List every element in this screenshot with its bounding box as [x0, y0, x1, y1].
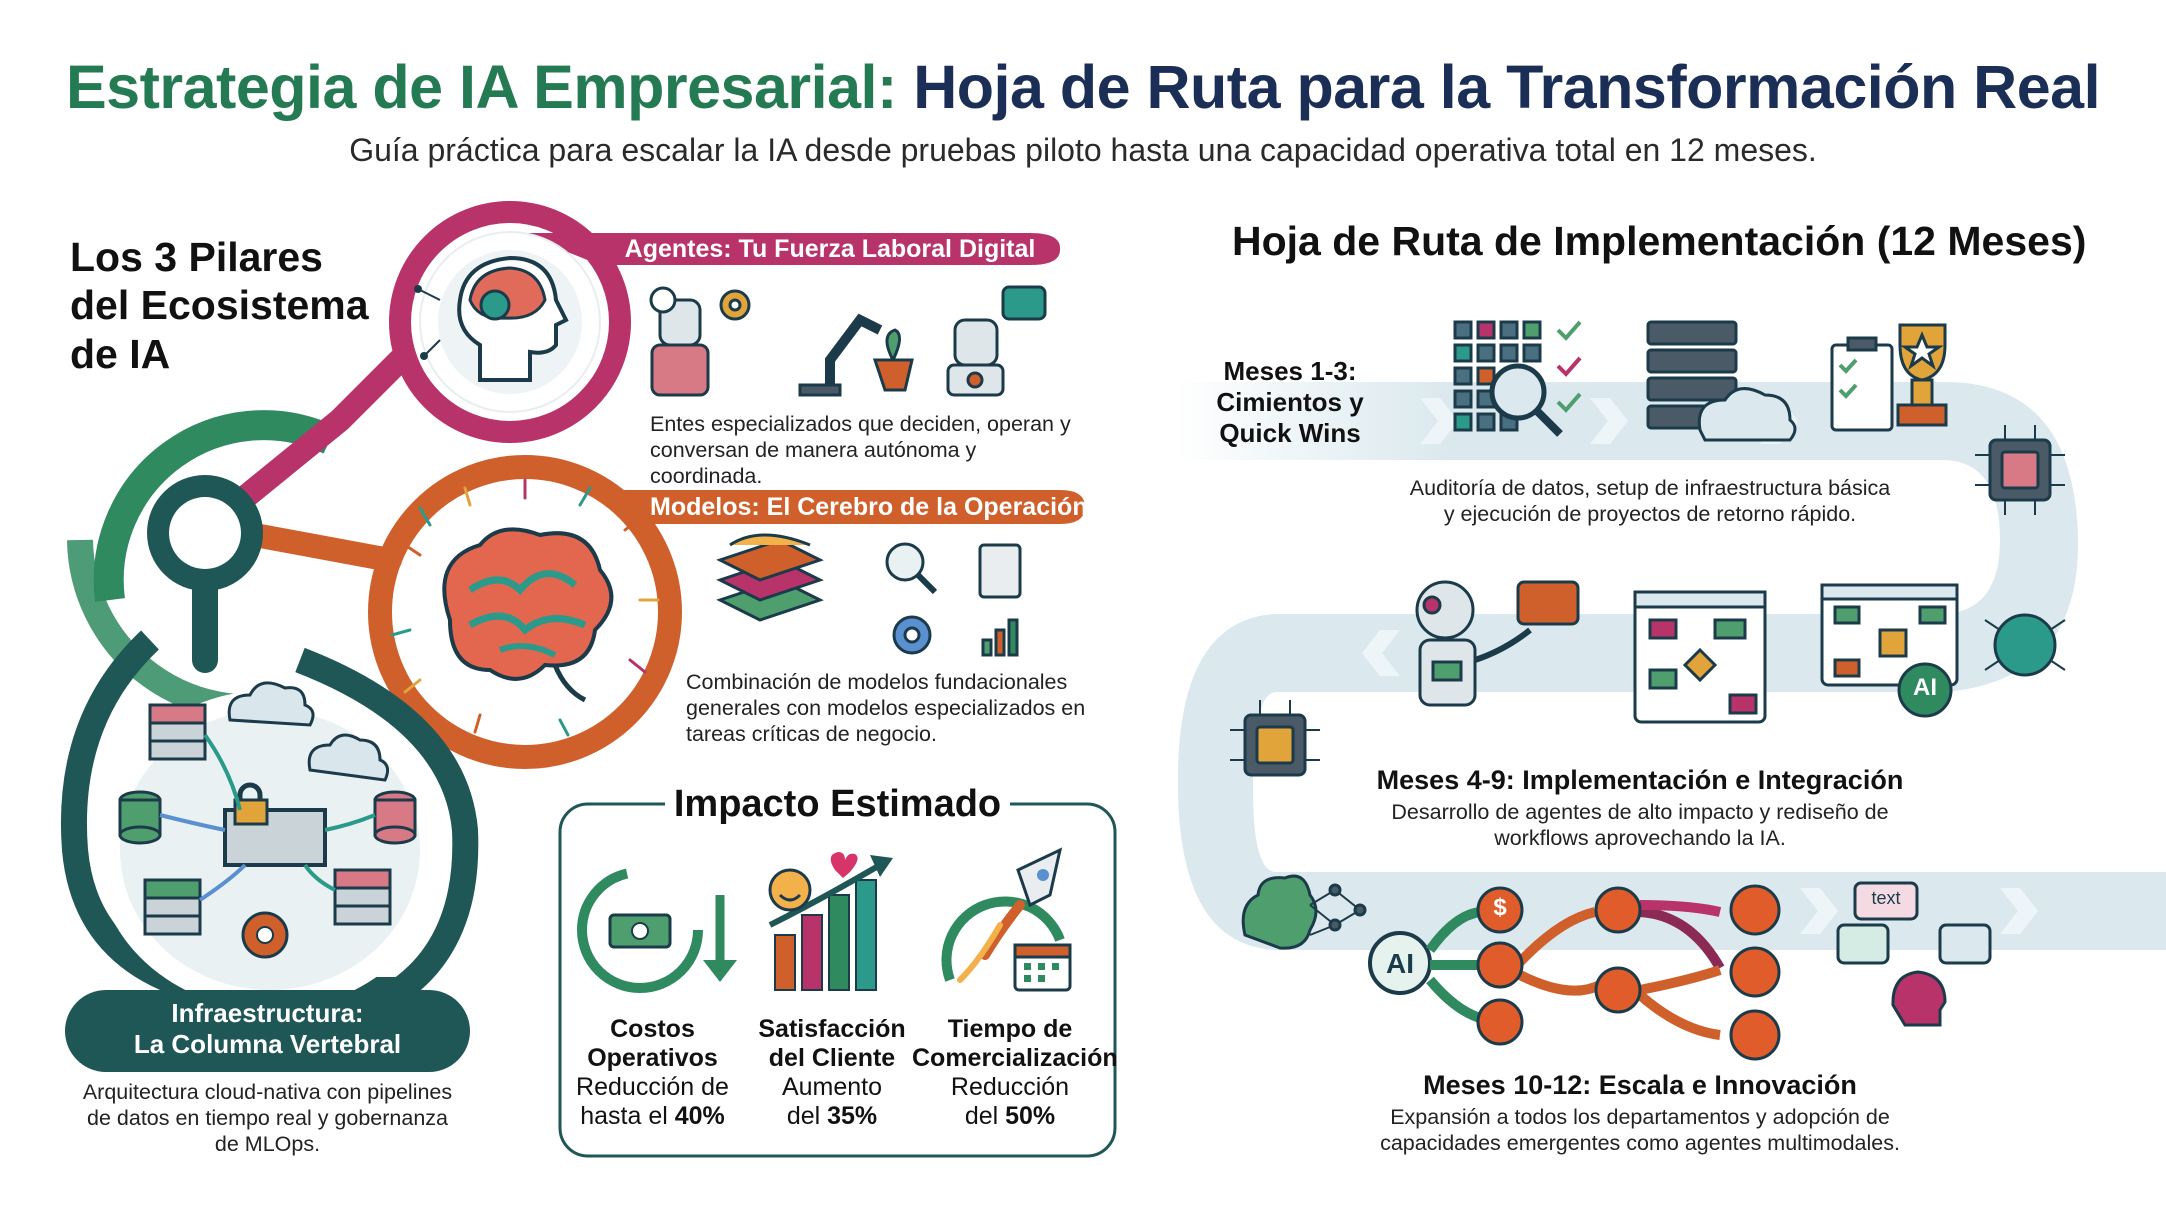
impact-item-title-line: Satisfacción [758, 1015, 906, 1043]
chip-icon-phase1-end [1975, 425, 2065, 515]
phase1-title: Meses 1-3: Cimientos y Quick Wins [1200, 356, 1380, 450]
phase1-description: Auditoría de datos, setup de infraestruc… [1390, 476, 1910, 528]
phase2-description: Desarrollo de agentes de alto impacto y … [1360, 800, 1920, 852]
models-desc-line: generales con modelos especializados en [686, 695, 1086, 720]
models-label: Modelos: El Cerebro de la Operación [650, 493, 1088, 521]
agents-desc-line: conversan de manera autónoma y coordinad… [650, 437, 977, 488]
page-subtitle: Guía práctica para escalar la IA desde p… [349, 132, 1817, 168]
infra-desc-line: Arquitectura cloud-nativa con pipelines [82, 1080, 453, 1104]
impact-item-satisfaction: Satisfacción del Cliente Aumento del 35% [748, 1015, 916, 1131]
impact-item-value-number: 50% [1005, 1102, 1056, 1130]
impact-item-title-line: Tiempo de [947, 1015, 1073, 1043]
phase3-icons [1241, 874, 1992, 1061]
ai-badge-icon: AI [1913, 674, 1937, 701]
title-part-navy: Hoja de Ruta para la Transformación Real [913, 53, 2101, 121]
models-icons [716, 533, 1022, 657]
hub-ring [147, 475, 263, 591]
impact-item-title-line: Operativos [587, 1044, 718, 1072]
ai-hub-icon: AI [1386, 948, 1414, 979]
impact-item-value-number: 40% [674, 1102, 725, 1130]
page-title: Estrategia de IA Empresarial: Hoja de Ru… [0, 52, 2166, 122]
impact-item-value-number: 35% [827, 1102, 878, 1130]
pillars-heading-line: Los 3 Pilares [70, 234, 323, 280]
pillars-heading-line: de IA [70, 330, 171, 377]
phase3-description: Expansión a todos los departamentos y ad… [1340, 1105, 1940, 1157]
roadmap-heading: Hoja de Ruta de Implementación (12 Meses… [1232, 218, 2087, 264]
phase1-desc-line: Auditoría de datos, setup de infraestruc… [1409, 476, 1891, 500]
agents-desc-line: Entes especializados que deciden, operan… [650, 412, 1071, 436]
phase1-desc-line: y ejecución de proyectos de retorno rápi… [1443, 501, 1857, 526]
impact-item-title-line: del Cliente [768, 1044, 896, 1072]
impact-item-title-line: Comercialización [912, 1044, 1118, 1072]
phase1-icons [1453, 320, 1948, 442]
title-part-green: Estrategia de IA Empresarial: [65, 53, 897, 121]
pillars-heading-line: del Ecosistema [70, 282, 369, 329]
phase1-title-line: Meses 1-3: [1223, 356, 1357, 386]
infra-desc-line: de MLOps. [214, 1131, 321, 1156]
neural-icon [1984, 613, 2066, 677]
phase2-title: Meses 4-9: Implementación e Integración [1376, 765, 1904, 795]
models-graphic [368, 455, 1085, 769]
text-bubble-icon: text [1871, 888, 1901, 908]
dollar-icon: $ [1493, 894, 1507, 921]
agents-label: Agentes: Tu Fuerza Laboral Digital [624, 235, 1036, 263]
agents-icons [649, 285, 1047, 397]
chip-icon-phase2 [1230, 700, 1320, 777]
impact-item-value-line: Reducción [950, 1073, 1070, 1101]
phase2-desc-line: workflows aprovechando la IA. [1494, 825, 1786, 850]
pillars-heading: Los 3 Pilares del Ecosistema de IA [70, 233, 369, 378]
impact-item-value-prefix: del [964, 1102, 1006, 1130]
impact-item-value-line: Reducción de [576, 1073, 729, 1101]
models-desc-line: Combinación de modelos fundacionales [686, 670, 1068, 694]
impact-item-value-line: del 35% [748, 1102, 916, 1131]
phase3-desc-line: capacidades emergentes como agentes mult… [1380, 1130, 1900, 1155]
impact-item-value-line: hasta el 40% [575, 1102, 730, 1131]
infra-label-line: Infraestructura: [171, 998, 364, 1028]
infra-graphic [60, 630, 479, 1072]
infra-desc-line: de datos en tiempo real y gobernanza [87, 1105, 448, 1130]
phase2-desc-line: Desarrollo de agentes de alto impacto y … [1391, 800, 1889, 824]
phase3-title: Meses 10-12: Escala e Innovación [1423, 1070, 1857, 1100]
phase1-title-line: Quick Wins [1219, 418, 1361, 449]
agents-description: Entes especializados que deciden, operan… [650, 412, 1090, 489]
models-desc-line: tareas críticas de negocio. [686, 721, 937, 746]
impact-item-value-prefix: del [786, 1102, 828, 1130]
impact-item-value-line: Aumento [781, 1073, 883, 1101]
impact-item-value-prefix: hasta el [580, 1102, 675, 1130]
infra-label-line: La Columna Vertebral [133, 1029, 402, 1060]
impact-heading: Impacto Estimado [673, 783, 1002, 825]
infra-label: Infraestructura: La Columna Vertebral [65, 998, 470, 1060]
impact-item-time-to-market: Tiempo de Comercialización Reducción del… [912, 1015, 1118, 1131]
impact-box [558, 784, 1117, 1158]
models-description: Combinación de modelos fundacionales gen… [686, 670, 1096, 747]
phase3-desc-line: Expansión a todos los departamentos y ad… [1390, 1105, 1890, 1129]
impact-item-costs: Costos Operativos Reducción de hasta el … [575, 1015, 730, 1131]
impact-item-title-line: Costos [610, 1015, 695, 1043]
phase2-icons [1415, 580, 1959, 724]
agents-graphic [389, 201, 1060, 443]
phase1-title-line: Cimientos y [1216, 387, 1364, 418]
impact-item-value-line: del 50% [912, 1102, 1108, 1131]
infra-description: Arquitectura cloud-nativa con pipelines … [60, 1080, 475, 1157]
